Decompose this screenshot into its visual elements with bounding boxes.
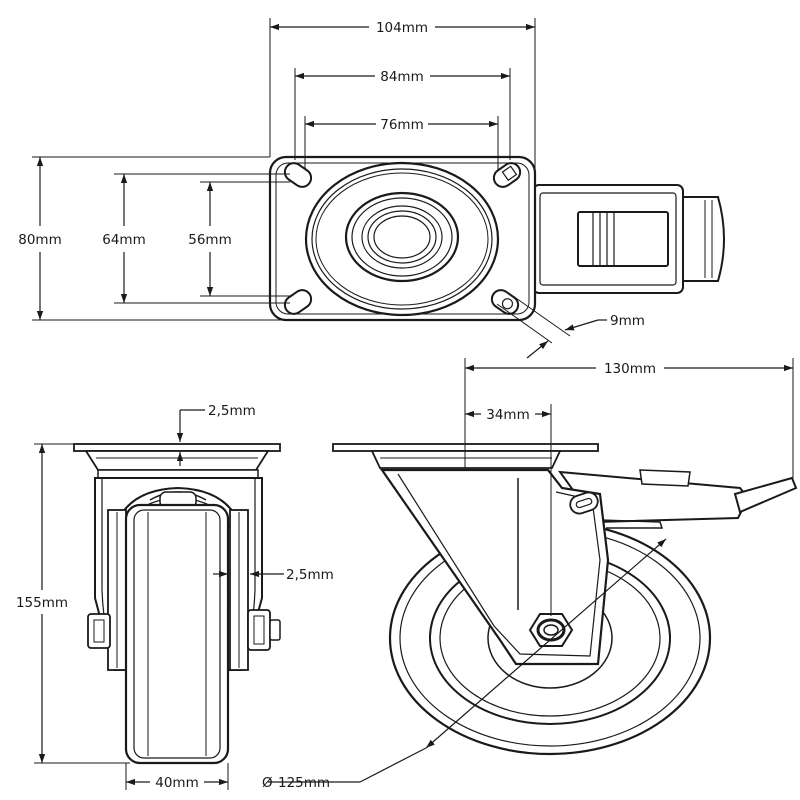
label-top-width-mid: 84mm: [380, 69, 423, 85]
dim-slot-width: 9mm: [496, 295, 645, 359]
label-wheel-diameter: 125mm: [278, 775, 330, 791]
front-wheel: [124, 503, 230, 765]
side-axle-nut: [528, 613, 574, 647]
dim-top-height-outer: 80mm: [18, 156, 285, 321]
label-top-width-inner: 76mm: [380, 117, 423, 133]
dim-bracket-thickness: 2,5mm: [213, 567, 334, 583]
top-view: 104mm 84mm 76mm 80mm: [18, 18, 725, 359]
label-top-height-outer: 80mm: [18, 232, 61, 248]
dim-top-height-inner: 56mm: [188, 181, 290, 297]
label-total-length: 130mm: [604, 361, 656, 377]
label-plate-thickness: 2,5mm: [208, 403, 256, 419]
brake-housing: [532, 184, 725, 294]
dim-total-height: 155mm: [16, 443, 130, 764]
dim-wheel-diameter: Ø 125mm: [262, 538, 667, 791]
swivel-raceway: [304, 161, 500, 317]
mounting-slots: [283, 162, 522, 315]
side-view: 130mm 34mm Ø 125mm: [262, 358, 798, 791]
front-axle-nut: [87, 609, 281, 651]
label-top-width-outer: 104mm: [376, 20, 428, 36]
label-top-height-inner: 56mm: [188, 232, 231, 248]
dim-plate-thickness: 2,5mm: [176, 403, 256, 466]
label-wheel-width: 40mm: [155, 775, 198, 791]
dim-top-width-inner: 76mm: [304, 116, 499, 170]
front-top-plate: [73, 443, 281, 452]
label-diameter-symbol: Ø: [262, 775, 273, 791]
dim-top-width-outer: 104mm: [269, 18, 536, 185]
dim-wheel-width: 40mm: [125, 763, 229, 791]
label-top-height-mid: 64mm: [102, 232, 145, 248]
label-slot-width: 9mm: [610, 313, 645, 329]
label-bracket-thickness: 2,5mm: [286, 567, 334, 583]
dim-top-width-mid: 84mm: [294, 68, 511, 160]
label-total-height: 155mm: [16, 595, 68, 611]
front-view: 2,5mm 2,5mm 155mm 40mm: [16, 403, 334, 791]
dim-top-height-mid: 64mm: [102, 173, 290, 304]
label-offset: 34mm: [486, 407, 529, 423]
